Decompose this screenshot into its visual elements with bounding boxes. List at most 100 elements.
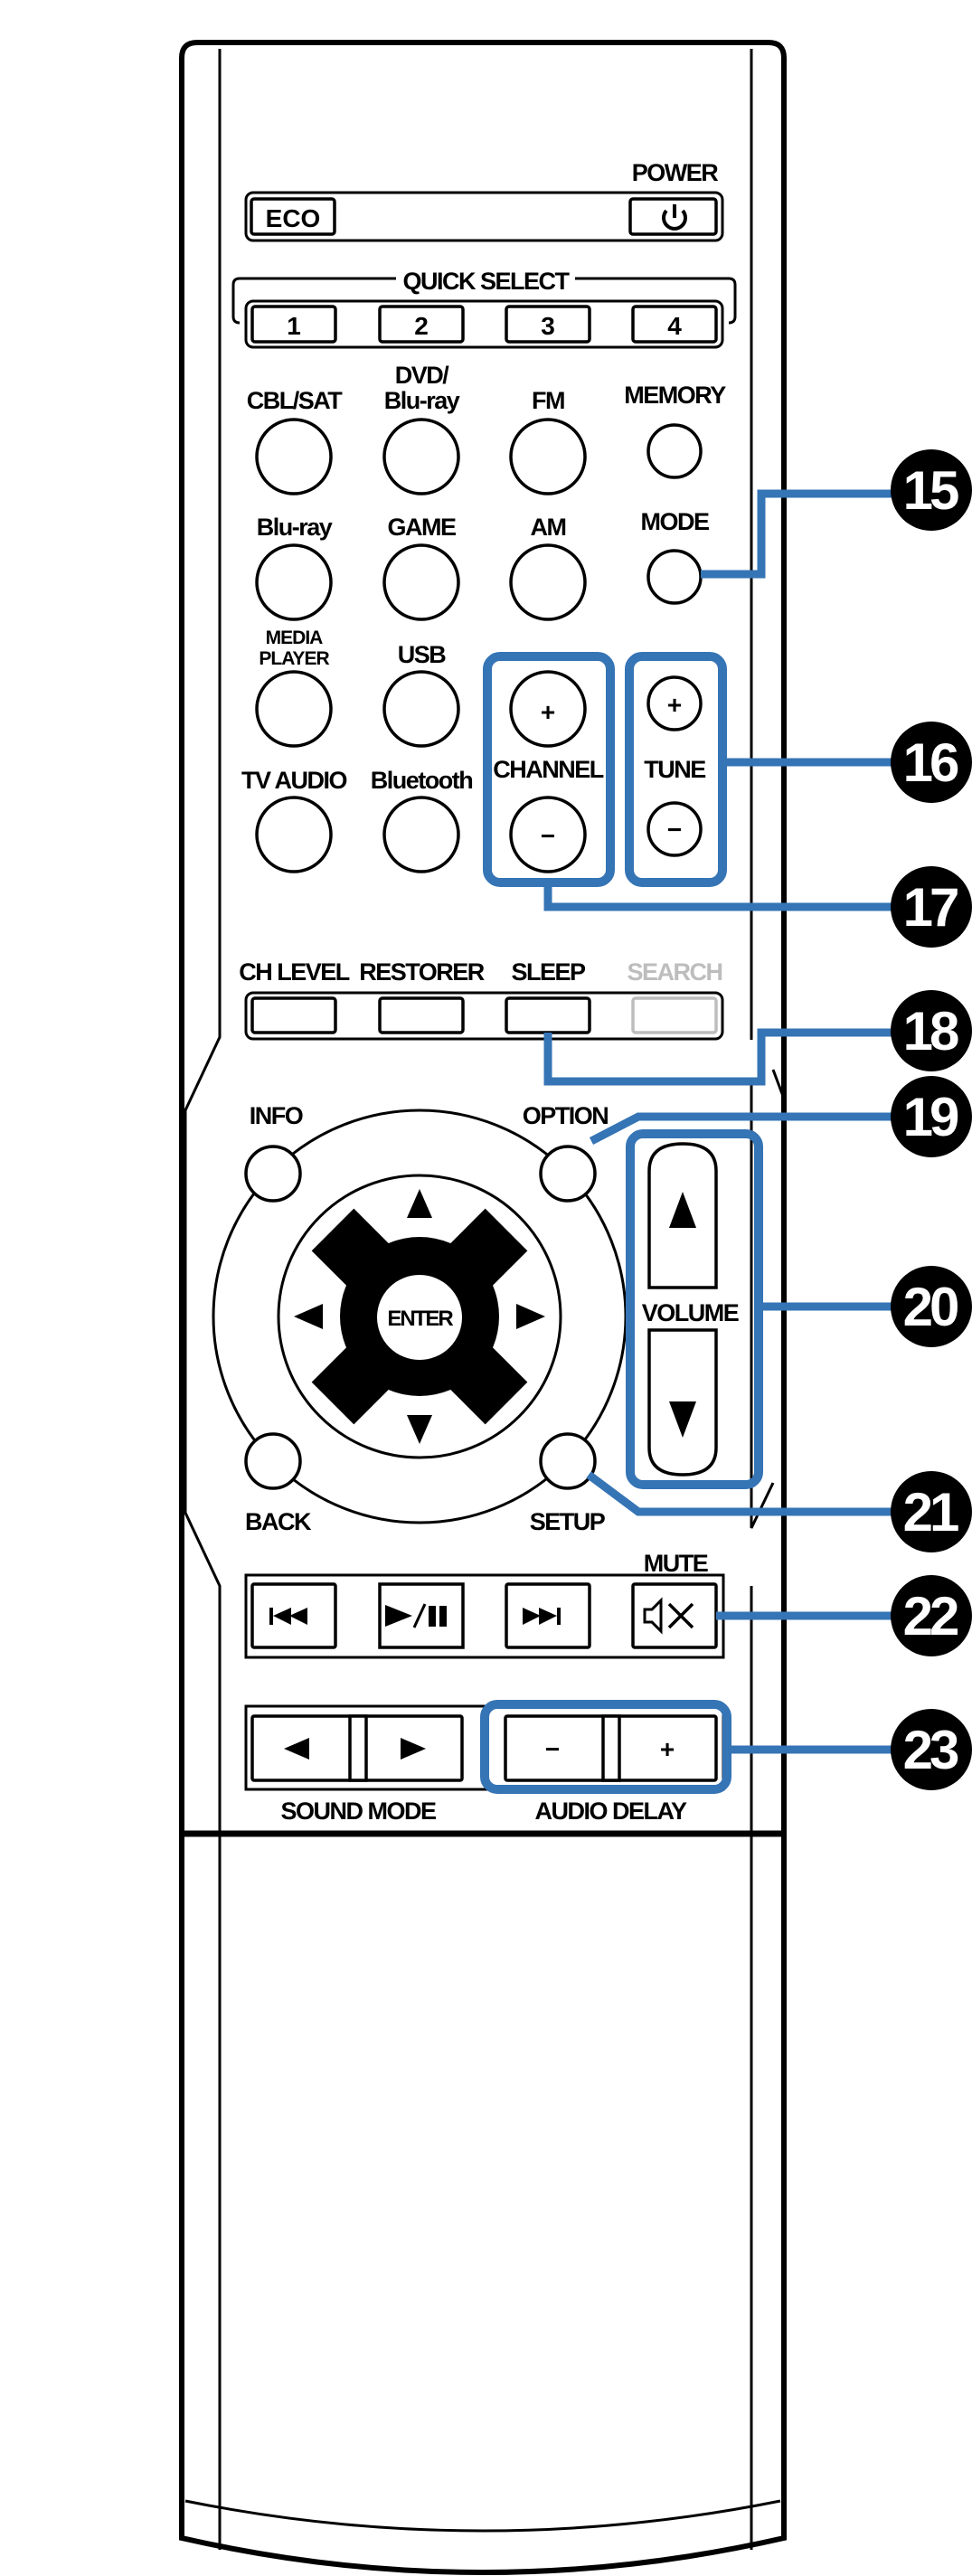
quick-select-4-label: 4	[667, 312, 682, 340]
audio-delay-rocker[interactable]: − +	[504, 1714, 718, 1782]
quick-select-1-label: 1	[287, 312, 301, 340]
tune-label: TUNE	[644, 756, 705, 783]
channel-up-button[interactable]: +	[509, 670, 587, 748]
bluetooth-button[interactable]	[382, 796, 460, 873]
bluray-button[interactable]	[255, 543, 333, 621]
search-label: SEARCH	[627, 958, 722, 986]
game-label: GAME	[388, 514, 456, 541]
quick-select-2-label: 2	[414, 312, 429, 340]
fm-button[interactable]	[509, 418, 587, 495]
down-arrow-button[interactable]	[407, 1415, 432, 1444]
volume-up-icon	[669, 1192, 696, 1228]
callout-23: 23	[891, 1709, 972, 1790]
right-arrow-button[interactable]	[516, 1304, 545, 1329]
volume-label: VOLUME	[642, 1299, 739, 1326]
play-pause-icon	[385, 1603, 447, 1628]
option-button[interactable]	[539, 1145, 597, 1203]
tune-up-button[interactable]: +	[646, 675, 703, 731]
quick-select-bracket-right	[575, 277, 737, 325]
left-arrow-button[interactable]	[294, 1304, 323, 1329]
mute-label: MUTE	[644, 1550, 708, 1577]
setup-button[interactable]	[539, 1432, 597, 1490]
volume-down-icon	[669, 1401, 696, 1438]
setup-label: SETUP	[530, 1508, 606, 1535]
mute-icon	[643, 1597, 694, 1635]
callout-20: 20	[891, 1266, 972, 1347]
enter-label: ENTER	[387, 1307, 453, 1331]
quick-select-4-button[interactable]: 4	[631, 305, 718, 344]
tune-plus-icon: +	[667, 691, 682, 719]
audio-delay-highlight	[480, 1700, 731, 1794]
previous-button[interactable]	[250, 1582, 337, 1649]
quick-select-panel	[244, 299, 724, 349]
callout-17-number: 17	[903, 877, 958, 938]
callout-line-17	[543, 882, 904, 911]
channel-label: CHANNEL	[493, 756, 604, 783]
mute-button[interactable]	[631, 1582, 718, 1649]
enter-button[interactable]: ENTER	[377, 1275, 462, 1360]
game-button[interactable]	[382, 543, 460, 621]
power-icon	[662, 204, 687, 231]
power-label: POWER	[632, 159, 719, 186]
callout-line-21	[586, 1471, 904, 1516]
next-button[interactable]	[505, 1582, 591, 1649]
callout-line-19	[589, 1112, 904, 1145]
volume-down-button[interactable]	[647, 1328, 718, 1477]
up-arrow-button[interactable]	[407, 1189, 432, 1218]
back-button[interactable]	[244, 1432, 302, 1490]
sound-mode-left-icon	[284, 1738, 309, 1760]
callout-21-number: 21	[903, 1482, 958, 1543]
ch-level-button[interactable]	[250, 996, 337, 1034]
callout-22-number: 22	[903, 1586, 958, 1647]
volume-up-button[interactable]	[647, 1142, 718, 1289]
quick-select-1-button[interactable]: 1	[250, 305, 337, 344]
cbl-sat-button[interactable]	[255, 418, 333, 495]
option-label: OPTION	[523, 1102, 609, 1129]
callout-15: 15	[891, 449, 972, 531]
mode-label: MODE	[641, 508, 709, 535]
usb-label: USB	[398, 641, 447, 668]
callout-line-15	[701, 489, 904, 579]
quick-select-3-button[interactable]: 3	[505, 305, 591, 344]
restorer-button[interactable]	[378, 996, 465, 1034]
callout-16: 16	[891, 722, 972, 803]
audio-delay-label: AUDIO DELAY	[534, 1798, 687, 1825]
sound-mode-rocker[interactable]	[250, 1714, 464, 1782]
callout-19: 19	[891, 1076, 972, 1157]
memory-button[interactable]	[646, 423, 703, 479]
dvd-bluray-button[interactable]	[382, 418, 460, 495]
callout-15-number: 15	[903, 460, 958, 521]
power-button[interactable]	[628, 197, 718, 236]
tv-audio-button[interactable]	[255, 796, 333, 873]
eco-button[interactable]: ECO	[250, 197, 336, 236]
callout-20-number: 20	[903, 1277, 958, 1337]
function-panel	[244, 991, 724, 1041]
cbl-sat-label: CBL/SAT	[247, 387, 343, 414]
callout-16-number: 16	[903, 732, 958, 793]
info-button[interactable]	[244, 1145, 302, 1203]
channel-plus-icon: +	[541, 698, 555, 726]
eco-power-panel	[244, 191, 724, 242]
usb-button[interactable]	[382, 670, 460, 748]
play-pause-button[interactable]	[378, 1582, 465, 1649]
media-label: MEDIA	[266, 627, 324, 648]
search-button[interactable]	[631, 996, 718, 1034]
fm-label: FM	[532, 387, 564, 414]
callout-23-number: 23	[903, 1720, 958, 1780]
tv-audio-label: TV AUDIO	[241, 767, 346, 794]
channel-down-button[interactable]: −	[509, 796, 587, 873]
media-player-button[interactable]	[255, 670, 333, 748]
mode-button[interactable]	[646, 549, 703, 605]
tune-highlight	[625, 652, 727, 887]
bluetooth-label: Bluetooth	[371, 767, 472, 794]
quick-select-2-button[interactable]: 2	[378, 305, 465, 344]
skip-previous-icon	[269, 1608, 307, 1625]
sleep-button[interactable]	[505, 996, 591, 1034]
eco-label: ECO	[266, 204, 321, 232]
audio-delay-plus-icon: +	[660, 1735, 675, 1763]
am-button[interactable]	[509, 543, 587, 621]
tune-down-button[interactable]: −	[646, 801, 703, 857]
am-label: AM	[531, 514, 566, 541]
callout-17: 17	[891, 866, 972, 948]
